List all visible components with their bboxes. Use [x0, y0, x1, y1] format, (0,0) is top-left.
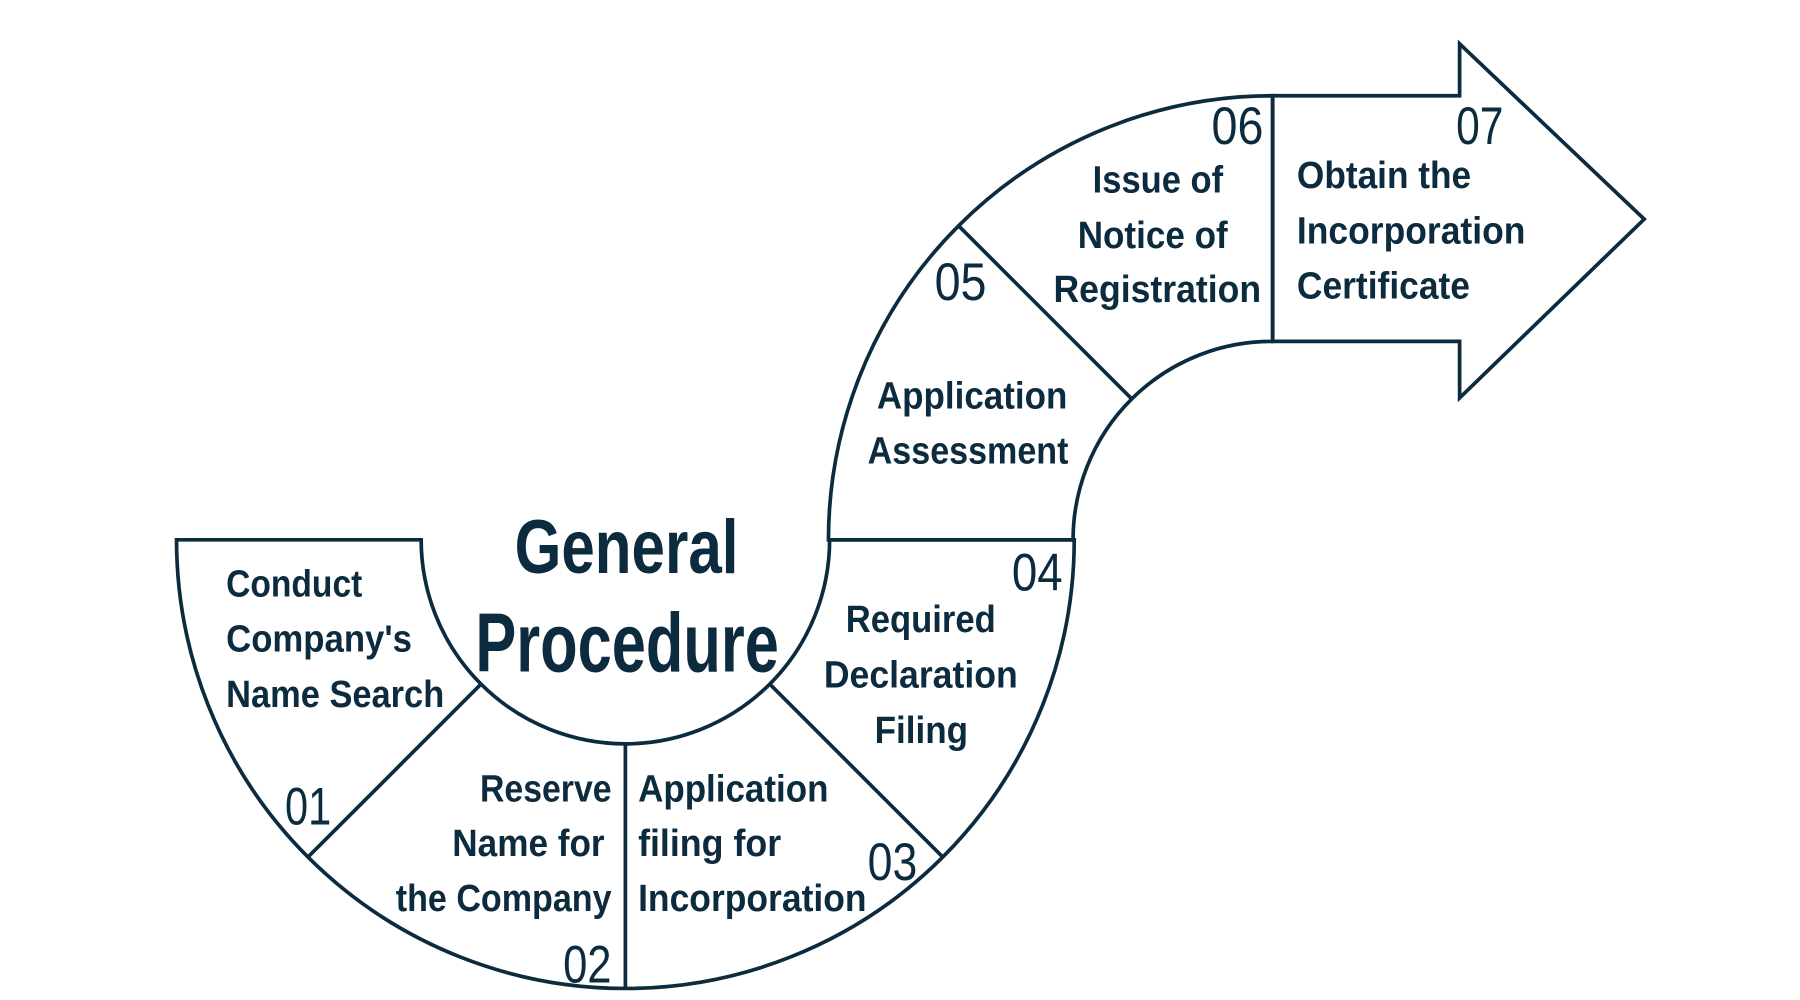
step-label: Name Search [226, 674, 444, 716]
step-label: Registration [1053, 269, 1261, 311]
step-label: the Company [396, 878, 612, 920]
step-number: 01 [285, 778, 331, 837]
step-number: 05 [935, 253, 987, 312]
divider-5-6 [957, 224, 1134, 401]
step-number: 03 [868, 833, 918, 892]
title-line-1: General [515, 505, 739, 590]
step-label: Certificate [1297, 266, 1470, 308]
step-02: Reserve Name for the Company 02 [396, 769, 612, 995]
divider-1-2 [306, 682, 483, 859]
title-line-2: Procedure [475, 596, 778, 689]
step-label: Issue of [1093, 160, 1224, 202]
step-07: Obtain the Incorporation Certificate 07 [1297, 97, 1525, 308]
step-label: Assessment [868, 431, 1069, 473]
divider-3-4 [768, 682, 944, 859]
step-label: Conduct [226, 563, 362, 605]
step-label: filing for [638, 823, 781, 865]
step-number: 04 [1012, 544, 1063, 603]
step-label: Application [638, 769, 828, 811]
step-label: Obtain the [1297, 155, 1471, 197]
step-05: Application Assessment 05 [868, 253, 1069, 473]
step-04: Required Declaration Filing 04 [824, 544, 1063, 752]
step-label: Application [877, 375, 1067, 417]
step-06: Issue of Notice of Registration 06 [1053, 97, 1263, 311]
step-number: 06 [1212, 97, 1264, 156]
step-01: Conduct Company's Name Search 01 [226, 563, 444, 836]
step-label: Reserve [480, 769, 612, 811]
step-label: Notice of [1078, 215, 1228, 257]
step-label: Name for [452, 823, 604, 865]
step-label: Incorporation [638, 878, 866, 920]
step-label: Required [846, 599, 996, 641]
step-number: 07 [1456, 97, 1503, 156]
step-label: Incorporation [1297, 210, 1525, 252]
arrow-shape [1270, 39, 1647, 403]
step-label: Company's [226, 619, 412, 661]
step-label: Filing [875, 710, 968, 752]
step-label: Declaration [824, 654, 1018, 696]
step-number: 02 [563, 936, 611, 995]
step-03: Application filing for Incorporation 03 [638, 769, 917, 921]
